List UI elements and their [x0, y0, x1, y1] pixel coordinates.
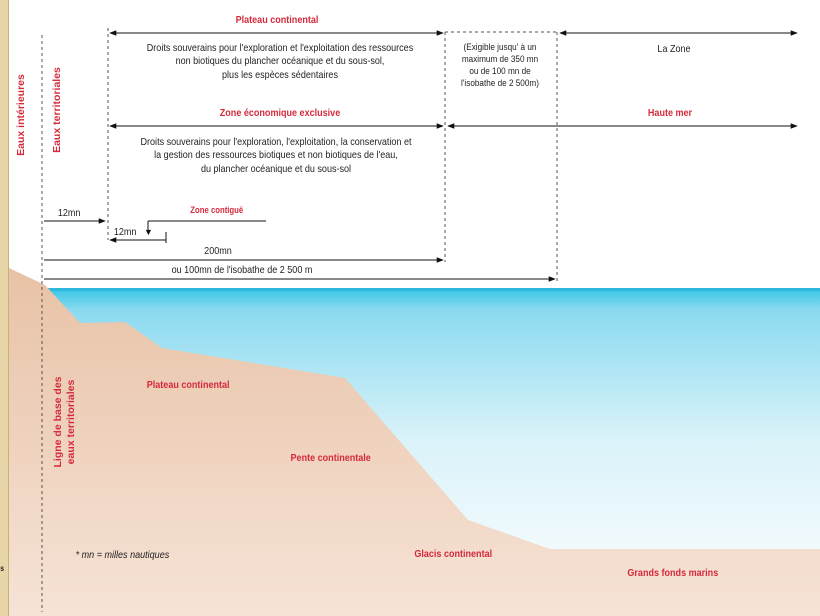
plateau-desc-line: Droits souverains pour l'exploration et … — [146, 42, 414, 54]
territorial-12mn-label: 12mn — [57, 207, 81, 219]
ligne-de-base-label: Ligne de base des eaux territoriales — [52, 363, 88, 481]
isobathe-label: ou 100mn de l'isobathe de 2 500 m — [171, 264, 313, 276]
glacis-continental-label: Glacis continental — [414, 548, 493, 560]
extension-note-line: ou de 100 mn de — [469, 66, 531, 78]
contiguous-12mn-label: 12mn — [113, 226, 137, 238]
footnote: * mn = milles nautiques — [75, 549, 170, 561]
down-arrow-icon: ▼ — [144, 227, 153, 237]
zee-desc-line: Droits souverains pour l'exploration, l'… — [140, 136, 412, 148]
zee-desc-line: la gestion des ressources biotiques et n… — [154, 149, 398, 162]
extension-note-line: (Exigible jusqu' à un — [463, 42, 537, 53]
plateau-continental-title: Plateau continental — [235, 14, 319, 26]
plateau-desc-line: non biotiques du plancher océanique et d… — [175, 55, 385, 68]
eaux-interieures-label: Eaux intérieures — [15, 74, 27, 156]
extension-note-line: l'isobathe de 2 500m) — [461, 78, 539, 90]
grands-fonds-label: Grands fonds marins — [627, 567, 719, 579]
ligne-de-base-line: Ligne de base des — [52, 376, 64, 468]
seabed-profile — [9, 268, 820, 616]
zee-title: Zone économique exclusive — [219, 107, 341, 119]
plateau-description: Droits souverains pour l'exploration et … — [111, 42, 448, 82]
zee-description: Droits souverains pour l'exploration, l'… — [107, 136, 444, 176]
zone-contigue-label: Zone contiguë — [190, 205, 244, 215]
left-edge-strip — [0, 0, 9, 616]
eaux-territoriales-label: Eaux territoriales — [51, 67, 63, 153]
extension-note: (Exigible jusqu' à un maximum de 350 mn … — [450, 42, 550, 91]
plateau-desc-line: plus les espèces sédentaires — [222, 68, 338, 81]
pente-continentale-label: Pente continentale — [290, 452, 371, 464]
zee-desc-line: du plancher océanique et du sous-sol — [200, 162, 352, 175]
eez-200mn-label: 200mn — [204, 245, 232, 257]
haute-mer-label: Haute mer — [647, 107, 693, 119]
plateau-seabed-label: Plateau continental — [146, 379, 230, 391]
la-zone-label: La Zone — [657, 43, 691, 55]
ligne-de-base-line: eaux territoriales — [65, 379, 78, 465]
edge-mark: s — [0, 564, 5, 573]
extension-note-line: maximum de 350 mn — [461, 54, 539, 66]
